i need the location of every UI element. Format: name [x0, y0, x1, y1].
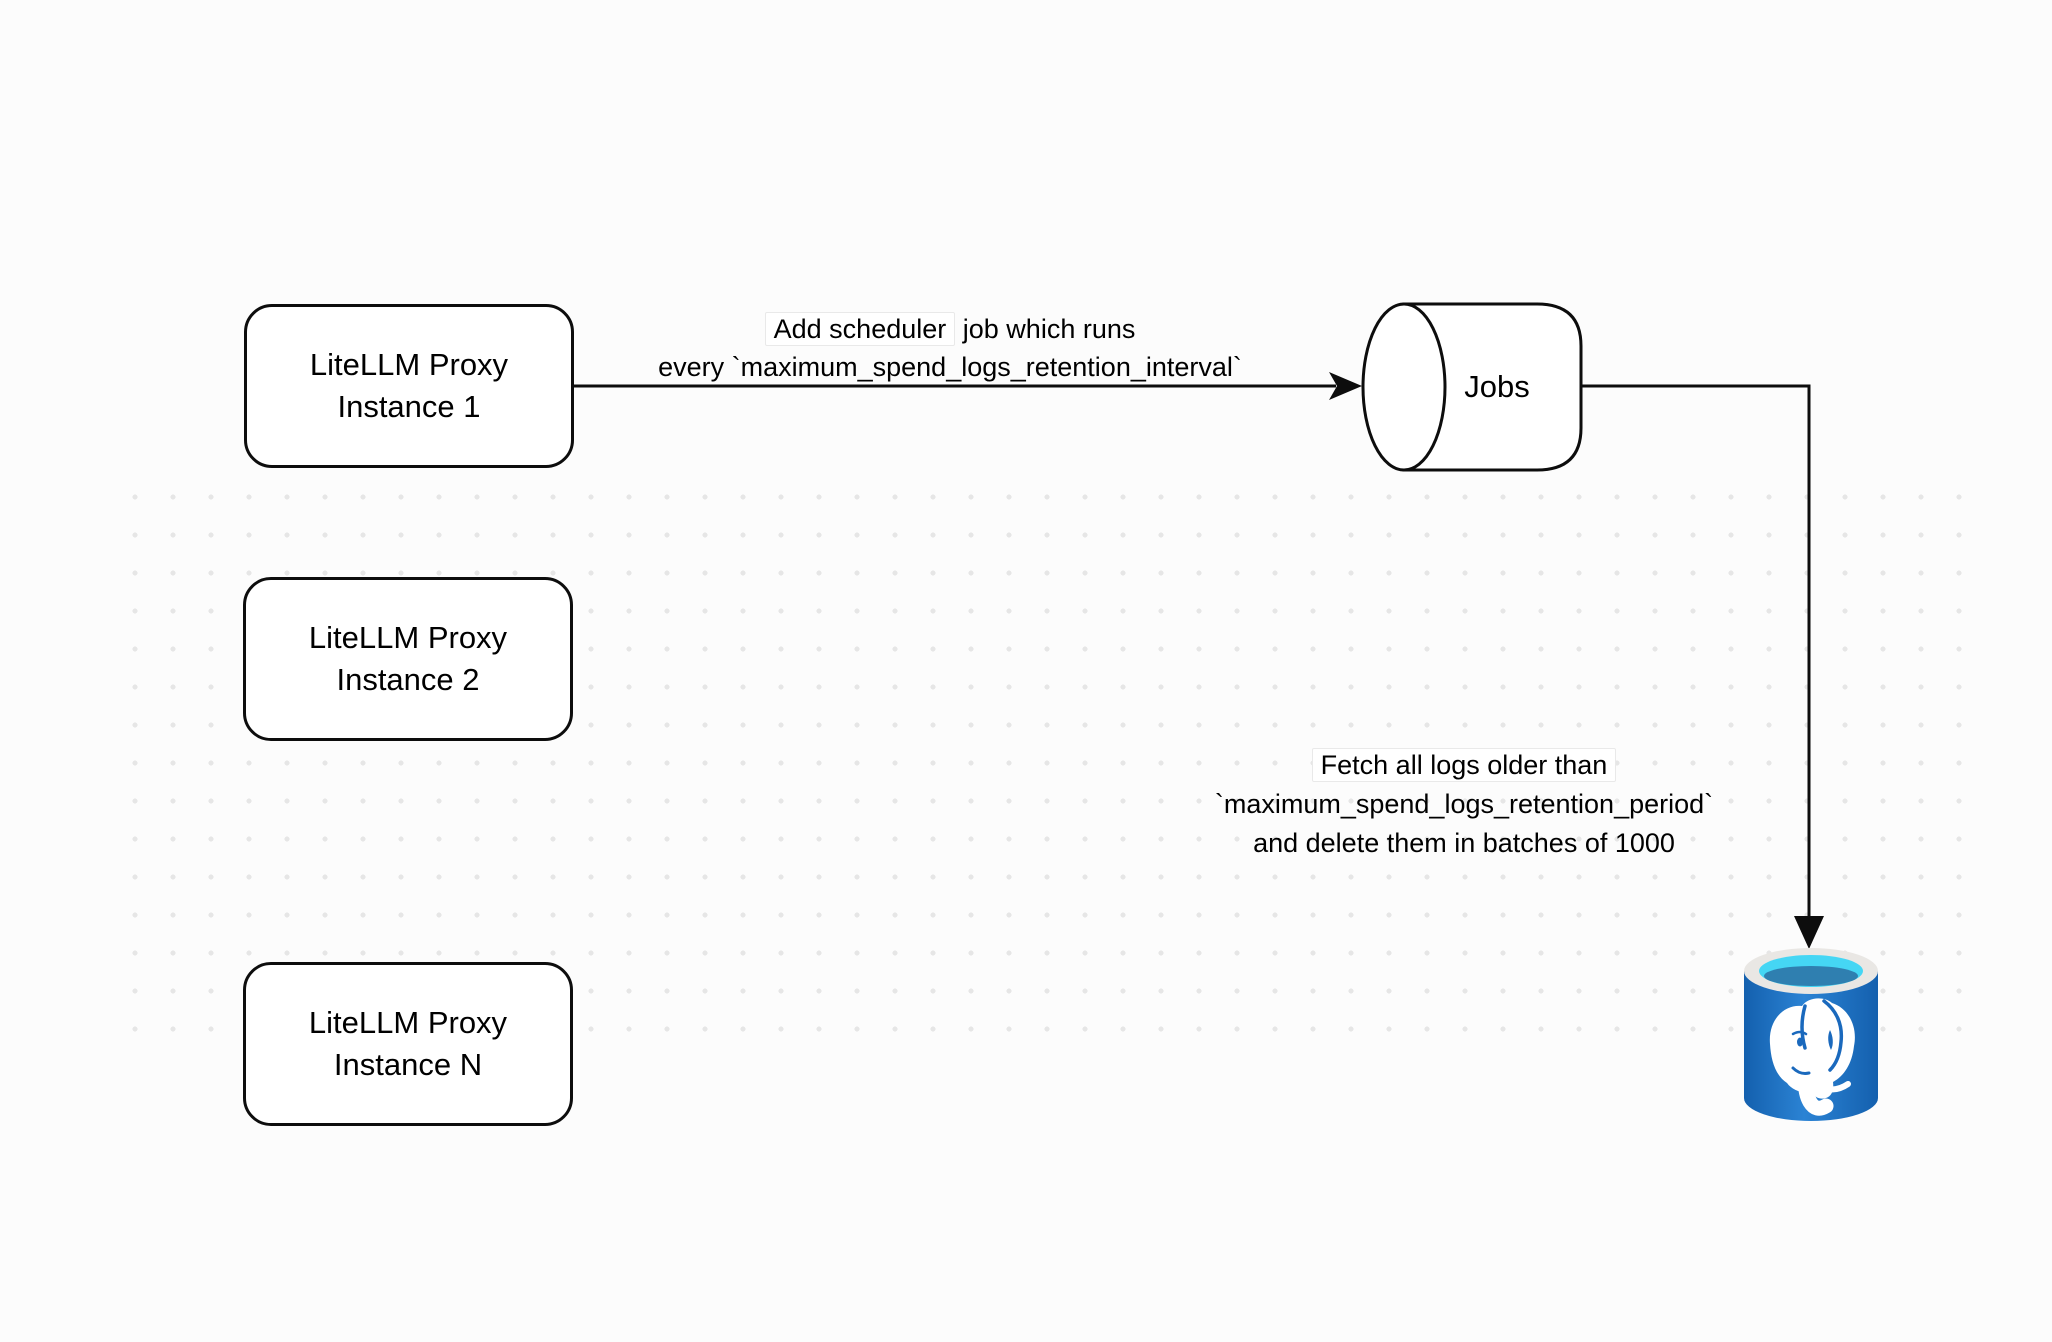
- edge-label-line: Fetch all logs older than: [1311, 746, 1617, 785]
- node-litellm-proxy-instance-2: LiteLLM Proxy Instance 2: [243, 577, 573, 741]
- node-label-line: LiteLLM Proxy: [308, 1005, 508, 1040]
- node-litellm-proxy-instance-n: LiteLLM Proxy Instance N: [243, 962, 573, 1126]
- edge-label-scheduler-job: Add scheduler job which runs every `maxi…: [600, 310, 1300, 386]
- postgres-elephant-icon: [1769, 998, 1855, 1116]
- arrowhead-right-icon: [1329, 372, 1362, 400]
- edge-label-boxed-text: Add scheduler: [764, 312, 956, 346]
- arrow-jobs-to-postgres: [1580, 384, 1824, 949]
- jobs-node-label: Jobs: [1464, 369, 1530, 404]
- arrowhead-down-icon: [1794, 916, 1824, 949]
- edge-label-line: and delete them in batches of 1000: [1253, 828, 1675, 858]
- postgres-water-shadow: [1764, 966, 1858, 986]
- postgresql-icon: [1744, 948, 1878, 1121]
- edge-label-line: every `maximum_spend_logs_retention_inte…: [658, 352, 1242, 382]
- edge-label-line: Add scheduler job which runs: [764, 310, 1136, 348]
- node-label-line: Instance 1: [337, 389, 481, 424]
- jobs-node-shape: [1361, 302, 1583, 472]
- edge-label-fetch-delete-logs: Fetch all logs older than `maximum_spend…: [1164, 746, 1764, 863]
- edge-label-boxed-text: Fetch all logs older than: [1311, 748, 1617, 782]
- edge-label-text: job which runs: [955, 314, 1136, 344]
- node-label-line: LiteLLM Proxy: [309, 347, 509, 382]
- node-label-line: Instance 2: [336, 662, 480, 697]
- node-litellm-proxy-instance-1: LiteLLM Proxy Instance 1: [244, 304, 574, 468]
- dot-grid-background: [116, 478, 1978, 1049]
- node-label-line: Instance N: [333, 1047, 483, 1082]
- arrow-proxy1-to-jobs: [573, 372, 1362, 400]
- edge-label-line: `maximum_spend_logs_retention_period`: [1214, 789, 1714, 819]
- node-label-line: LiteLLM Proxy: [308, 620, 508, 655]
